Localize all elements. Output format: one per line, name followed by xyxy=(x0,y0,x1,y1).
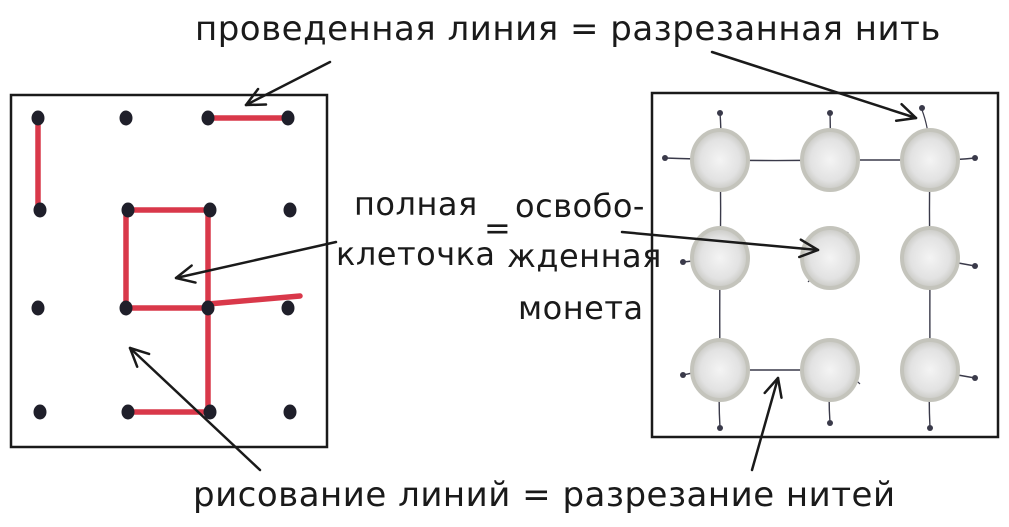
full-box-label-line2: клеточка xyxy=(336,238,496,270)
coin xyxy=(802,130,858,190)
thread-knot xyxy=(680,259,686,265)
grid-dot xyxy=(204,203,217,218)
thread-knot xyxy=(927,425,933,431)
grid-dot xyxy=(120,111,133,126)
arrow-shaft xyxy=(246,62,330,105)
grid-dot xyxy=(32,111,45,126)
thread-knot xyxy=(972,263,978,269)
arrow-shaft xyxy=(712,52,916,118)
top-caption: проведенная линия = разрезанная нить xyxy=(195,12,941,46)
full-box-label-line1: полная xyxy=(354,188,478,220)
coin xyxy=(692,228,748,288)
grid-dot xyxy=(282,301,295,316)
coin xyxy=(902,130,958,190)
grid-dot xyxy=(122,203,135,218)
thread-knot xyxy=(680,372,686,378)
grid-dot xyxy=(202,111,215,126)
grid-dot xyxy=(122,405,135,420)
coin xyxy=(692,130,748,190)
grid-dots xyxy=(32,111,297,420)
left-panel-frame xyxy=(11,95,327,447)
grid-dot xyxy=(202,301,215,316)
thread-knot xyxy=(972,155,978,161)
arrow-shaft xyxy=(176,242,336,278)
thread-knot xyxy=(827,420,833,426)
coin xyxy=(802,340,858,400)
thread-knot xyxy=(717,110,723,116)
grid-dot xyxy=(120,301,133,316)
thread-knot xyxy=(972,375,978,381)
dots-and-boxes-panel xyxy=(11,95,327,447)
bottom-caption: рисование линий = разрезание нитей xyxy=(193,478,896,512)
grid-dot xyxy=(282,111,295,126)
thread-knot xyxy=(662,155,668,161)
coin xyxy=(902,228,958,288)
thread-knot xyxy=(919,105,925,111)
freed-coin-label-line1: освобо- xyxy=(515,190,645,222)
grid-dot xyxy=(34,405,47,420)
grid-dot xyxy=(34,203,47,218)
arrow-shaft xyxy=(130,348,260,470)
thread-knot xyxy=(717,425,723,431)
freed-coin-label-line3: монета xyxy=(518,292,644,324)
coins-and-strings-panel xyxy=(652,93,998,437)
grid-dot xyxy=(284,405,297,420)
grid-dot xyxy=(32,301,45,316)
grid-dot xyxy=(284,203,297,218)
coin xyxy=(902,340,958,400)
thread-knot xyxy=(827,110,833,116)
coin xyxy=(802,228,858,288)
drawn-lines xyxy=(38,118,300,412)
freed-coin-label-line2: жденная xyxy=(507,240,662,272)
coin xyxy=(692,340,748,400)
coins xyxy=(692,130,958,400)
